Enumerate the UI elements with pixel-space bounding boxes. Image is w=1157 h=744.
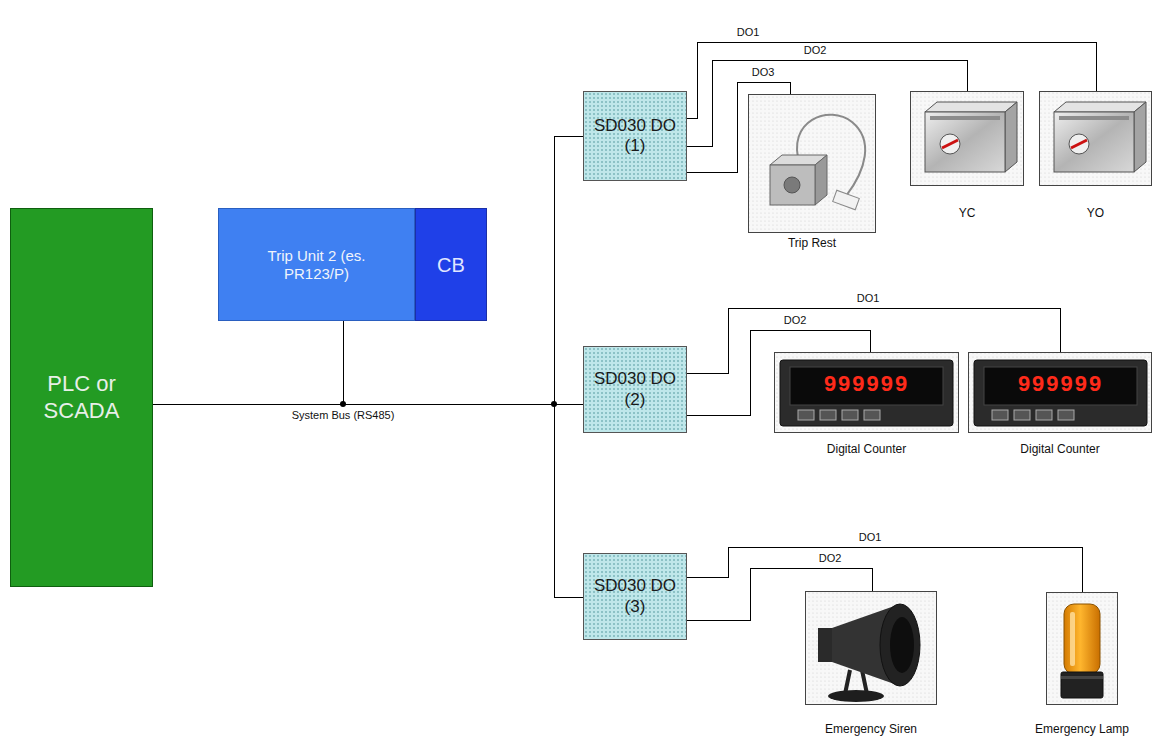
edge-label-holder: DO2 xyxy=(804,44,827,56)
picture-frame xyxy=(748,94,876,233)
bus-label: System Bus (RS485) xyxy=(292,409,395,421)
box-label: SD030 DO (3) xyxy=(590,576,680,617)
picture-frame xyxy=(805,591,937,705)
edge-label-holder: DO2 xyxy=(819,552,842,564)
signal-name: DO3 xyxy=(752,66,775,78)
picture-frame xyxy=(1046,592,1118,705)
bus-line xyxy=(153,136,583,404)
opening-coil: YO xyxy=(1039,91,1152,220)
output-module: SD030 DO (1) xyxy=(583,91,687,181)
signal-name: DO1 xyxy=(859,531,882,543)
signal-name: DO1 xyxy=(857,292,880,304)
picture-frame xyxy=(910,91,1024,186)
counter-readout: 999999 xyxy=(1017,374,1102,398)
edge-label-holder: DO1 xyxy=(859,531,882,543)
coil-drawing xyxy=(925,102,1017,172)
output-wire xyxy=(687,547,1082,592)
edge-label-holder: System Bus (RS485) xyxy=(292,409,395,421)
signal-name: DO2 xyxy=(804,44,827,56)
box-label: SD030 DO (2) xyxy=(590,369,680,410)
bus-line xyxy=(153,321,343,404)
digital-counter: Digital Counter xyxy=(968,352,1152,456)
box-label: PLC or SCADA xyxy=(44,371,120,424)
box-label: SD030 DO (1) xyxy=(590,116,680,157)
device-caption: YC xyxy=(959,206,976,220)
edge-label-holder: DO2 xyxy=(784,314,807,326)
output-module: SD030 DO (2) xyxy=(583,346,687,433)
device-caption: Trip Rest xyxy=(788,236,836,250)
device-caption: Digital Counter xyxy=(827,442,906,456)
picture-grounds xyxy=(748,91,1152,705)
device-caption: YO xyxy=(1087,206,1104,220)
device-caption: Emergency Lamp xyxy=(1035,722,1129,736)
picture-frame xyxy=(1039,91,1152,186)
signal-name: DO2 xyxy=(819,552,842,564)
closing-coil: YC xyxy=(910,91,1024,220)
signal-name: DO1 xyxy=(737,26,760,38)
device-caption: Emergency Siren xyxy=(825,722,917,736)
output-module: SD030 DO (3) xyxy=(583,553,687,640)
edge-label-holder: DO1 xyxy=(857,292,880,304)
emergency-lamp: Emergency Lamp xyxy=(1046,592,1118,736)
counter-drawing xyxy=(974,360,1147,426)
digital-counter: Digital Counter xyxy=(774,352,959,456)
counter-drawing xyxy=(780,360,953,426)
counter-readout: 999999 xyxy=(823,374,908,398)
bus-line xyxy=(153,404,583,597)
trip-reset-coil-drawing xyxy=(770,115,865,210)
box-label: CB xyxy=(437,253,465,277)
box-label: Trip Unit 2 (es. PR123/P) xyxy=(262,247,372,283)
trip-unit-box: Trip Unit 2 (es. PR123/P) xyxy=(218,208,415,321)
trip-reset-device: Trip Rest xyxy=(748,94,876,250)
readout-holder: 999999 xyxy=(1017,374,1102,398)
siren-drawing xyxy=(818,604,920,702)
device-caption: Digital Counter xyxy=(1020,442,1099,456)
coil-drawing xyxy=(1054,102,1146,172)
lamp-drawing xyxy=(1061,604,1103,698)
bus-junctions xyxy=(340,401,557,407)
readout-holder: 999999 xyxy=(823,374,908,398)
edge-label-holder: DO1 xyxy=(737,26,760,38)
signal-name: DO2 xyxy=(784,314,807,326)
breaker-box: CB xyxy=(415,208,487,321)
emergency-siren: Emergency Siren xyxy=(805,591,937,736)
controller-box: PLC or SCADA xyxy=(10,208,153,587)
edge-label-holder: DO3 xyxy=(752,66,775,78)
